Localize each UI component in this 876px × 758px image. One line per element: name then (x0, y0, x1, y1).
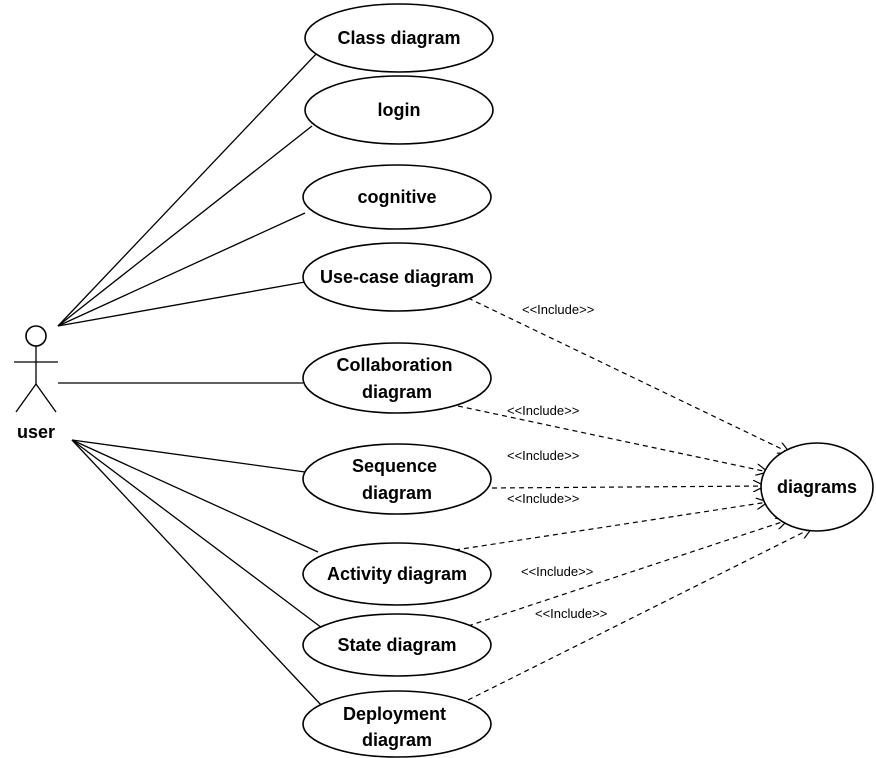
association-sequence-diagram (71, 439, 306, 473)
use-case-label-line-2: diagram (362, 730, 432, 750)
association-cognitive (57, 212, 306, 327)
use-case-label: cognitive (357, 187, 436, 207)
use-case-label-line-1: Collaboration (336, 355, 452, 375)
use-case-cognitive: cognitive (302, 164, 492, 230)
include-line-activity (454, 502, 768, 551)
use-case-label: login (378, 100, 421, 120)
svg-text:login: login (378, 100, 421, 120)
use-case-class-diagram: Class diagram (304, 3, 494, 73)
association-class-diagram (57, 51, 319, 327)
svg-text:Deployment diagram: Deployment diagram (343, 704, 451, 750)
association-lines (57, 51, 323, 707)
actor-label: user (17, 422, 55, 442)
svg-text:Collaboration diagram: Collaboration diagram (336, 355, 457, 402)
svg-text:Use-case diagram: Use-case diagram (320, 267, 474, 287)
svg-text:State diagram: State diagram (337, 635, 456, 655)
use-case-state-diagram: State diagram (302, 613, 492, 677)
include-label-activity: <<Include>> (521, 564, 593, 579)
use-case-login: login (304, 75, 494, 145)
include-line-sequence (491, 486, 765, 488)
use-case-label: Class diagram (337, 28, 460, 48)
include-label-sequence-bottom: <<Include>> (507, 491, 579, 506)
association-state-diagram (71, 439, 323, 629)
stick-figure-icon (14, 325, 58, 413)
svg-text:diagrams: diagrams (777, 477, 857, 497)
use-case-label: State diagram (337, 635, 456, 655)
include-lines (454, 297, 812, 701)
svg-text:Class diagram: Class diagram (337, 28, 460, 48)
include-labels: <<Include>> <<Include>> <<Include>> <<In… (507, 302, 607, 621)
use-case-deployment-diagram: Deployment diagram (302, 690, 492, 758)
use-case-label-line-2: diagram (362, 483, 432, 503)
actor-user: user (14, 325, 58, 442)
include-label-use-case: <<Include>> (522, 302, 594, 317)
association-activity-diagram (71, 439, 319, 553)
include-line-use-case (467, 297, 790, 453)
use-case-label: diagrams (777, 477, 857, 497)
use-case-label-line-1: Sequence (352, 456, 437, 476)
use-case-label-line-1: Deployment (343, 704, 446, 724)
association-use-case-diagram (57, 281, 306, 327)
use-case-label-line-2: diagram (362, 382, 432, 402)
association-deployment-diagram (71, 439, 323, 707)
svg-text:cognitive: cognitive (357, 187, 436, 207)
include-label-state: <<Include>> (535, 606, 607, 621)
include-line-deployment (467, 528, 812, 701)
use-case-sequence-diagram: Sequence diagram (302, 443, 492, 515)
use-case-diagrams: diagrams (760, 442, 874, 532)
use-case-collaboration-diagram: Collaboration diagram (302, 342, 492, 414)
use-case-label: Activity diagram (327, 564, 467, 584)
include-line-collaboration (457, 405, 768, 472)
svg-text:Activity diagram: Activity diagram (327, 564, 467, 584)
use-case-label: Use-case diagram (320, 267, 474, 287)
svg-text:Sequence diagram: Sequence diagram (352, 456, 442, 503)
include-line-state (467, 520, 788, 627)
use-case-use-case-diagram: Use-case diagram (302, 242, 492, 312)
include-label-collaboration: <<Include>> (507, 403, 579, 418)
include-label-sequence-top: <<Include>> (507, 448, 579, 463)
association-login (57, 125, 313, 327)
use-case-activity-diagram: Activity diagram (302, 542, 492, 606)
